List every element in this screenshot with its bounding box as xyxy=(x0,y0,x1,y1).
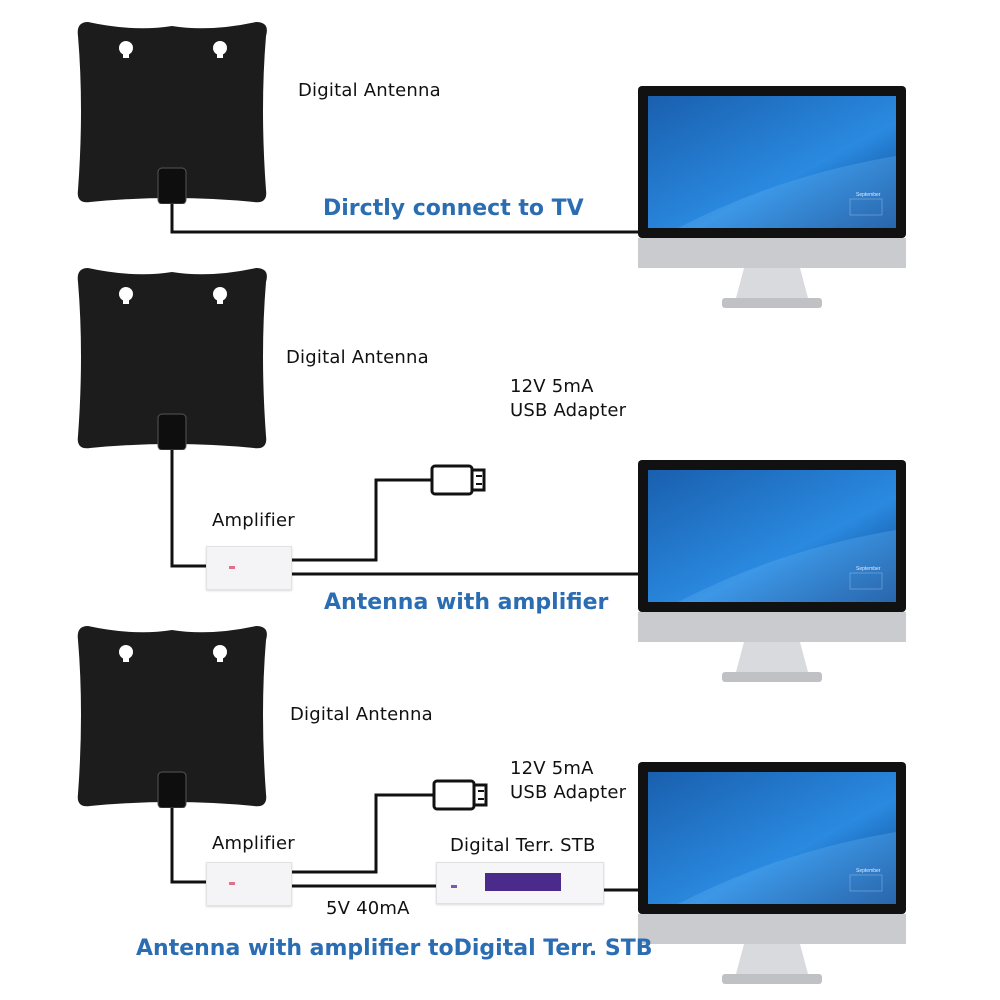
tv-monitor-icon: September xyxy=(638,460,906,682)
cable-antenna-to-amplifier-2 xyxy=(170,805,206,884)
cable-antenna-to-tv xyxy=(170,195,640,234)
digital-terr-stb-box xyxy=(436,862,604,904)
monitor-calendar-label: September xyxy=(856,566,881,572)
usb-plug-icon xyxy=(430,464,486,496)
tv-monitor-icon: September xyxy=(638,86,906,308)
amplifier-led xyxy=(229,882,235,885)
amplifier-box xyxy=(206,862,292,906)
caption-amplifier-to-stb: Antenna with amplifier toDigital Terr. S… xyxy=(136,936,653,961)
usb-adapter-label: USB Adapter xyxy=(510,782,627,803)
stb-label: Digital Terr. STB xyxy=(450,835,596,856)
antenna-label: Digital Antenna xyxy=(290,704,433,725)
usb-adapter-spec: 12V 5mA xyxy=(510,376,594,397)
antenna-icon xyxy=(77,626,267,808)
cable-antenna-to-amplifier xyxy=(170,442,206,568)
antenna-label: Digital Antenna xyxy=(286,347,429,368)
stb-led xyxy=(451,885,457,888)
tv-monitor-icon: September xyxy=(638,762,906,984)
amplifier-label: Amplifier xyxy=(212,833,295,854)
caption-direct-connect: Dirctly connect to TV xyxy=(323,196,584,221)
amp-stb-power-label: 5V 40mA xyxy=(326,898,410,919)
stb-display xyxy=(485,873,561,891)
amplifier-label: Amplifier xyxy=(212,510,295,531)
cable-amplifier-to-usb-2 xyxy=(290,793,434,874)
monitor-calendar-label: September xyxy=(856,868,881,874)
amplifier-led xyxy=(229,566,235,569)
amplifier-box xyxy=(206,546,292,590)
usb-plug-icon xyxy=(432,779,488,811)
antenna-icon xyxy=(77,268,267,450)
usb-adapter-spec: 12V 5mA xyxy=(510,758,594,779)
cable-amplifier-to-usb xyxy=(290,478,432,562)
caption-with-amplifier: Antenna with amplifier xyxy=(324,590,609,615)
antenna-label: Digital Antenna xyxy=(298,80,441,101)
monitor-calendar-label: September xyxy=(856,192,881,198)
antenna-icon xyxy=(77,22,267,204)
usb-adapter-label: USB Adapter xyxy=(510,400,627,421)
